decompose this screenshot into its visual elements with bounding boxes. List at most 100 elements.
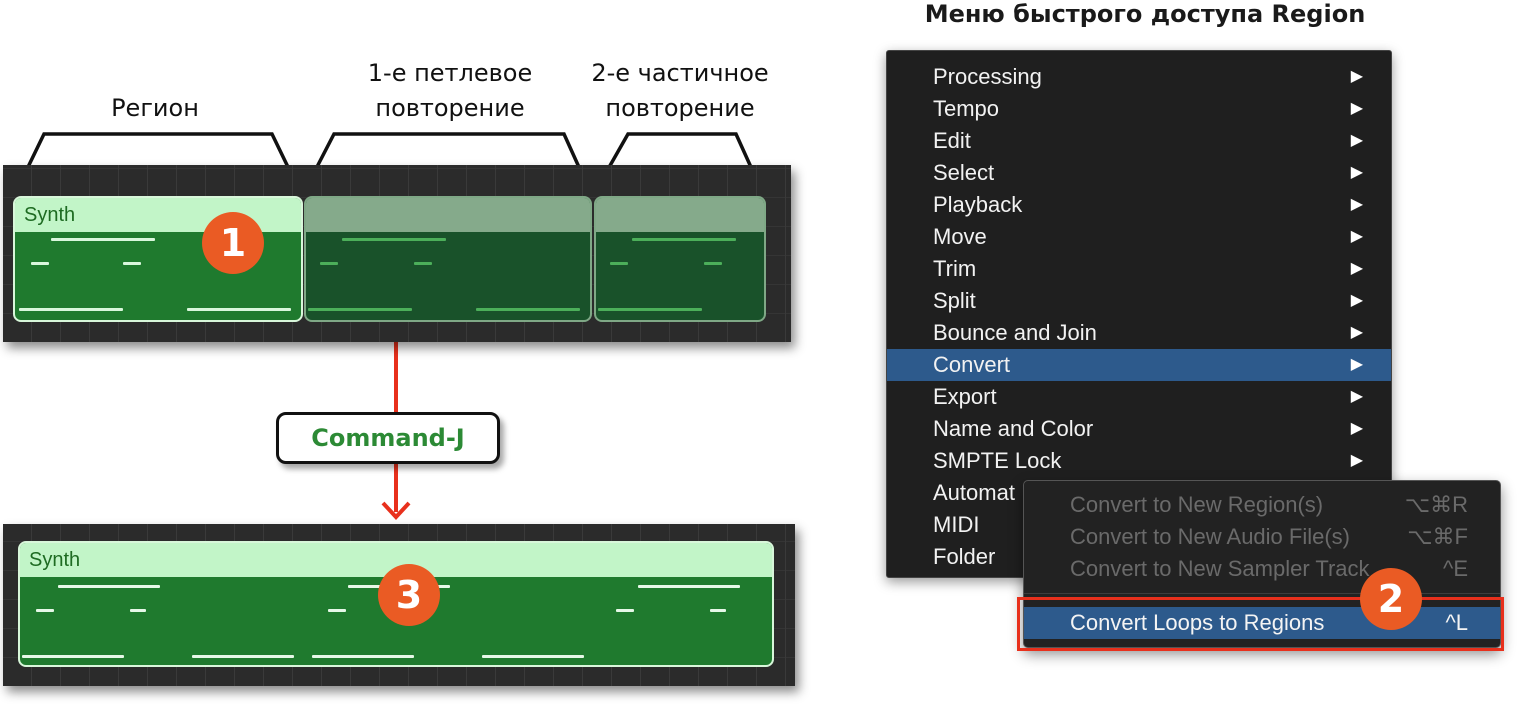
step-badge-3: 3 (378, 564, 440, 626)
submenu-arrow-icon: ▶ (1350, 324, 1363, 341)
midi-note (31, 262, 49, 265)
menu-item-label: Convert (933, 352, 1011, 377)
region-name: Synth (20, 543, 772, 577)
menu-item-label: Processing (933, 64, 1042, 89)
submenu-arrow-icon: ▶ (1350, 100, 1363, 117)
menu-item-name-and-color[interactable]: Name and Color ▶ (887, 413, 1391, 445)
menu-item-smpte-lock[interactable]: SMPTE Lock ▶ (887, 445, 1391, 477)
loop-header (306, 198, 590, 232)
keyboard-shortcut: ⌥⌘F (1407, 524, 1468, 549)
menu-item-label: Folder (933, 544, 996, 569)
menu-item-tempo[interactable]: Tempo ▶ (887, 93, 1391, 125)
menu-item-playback[interactable]: Playback ▶ (887, 189, 1391, 221)
midi-note (19, 308, 123, 311)
loop-notes (306, 232, 590, 320)
menu-item-label: SMPTE Lock (933, 448, 1062, 473)
region-converted[interactable]: Synth (18, 541, 774, 667)
midi-note (598, 308, 702, 311)
menu-item-convert[interactable]: Convert ▶ (887, 349, 1391, 381)
menu-item-label: Split (933, 288, 976, 313)
keyboard-shortcut: ^E (1443, 556, 1468, 581)
midi-note (704, 262, 722, 265)
menu-item-label: Edit (933, 128, 971, 153)
menu-item-label: Move (933, 224, 987, 249)
midi-note (632, 238, 736, 241)
label-region: Регион (111, 94, 199, 122)
submenu-arrow-icon: ▶ (1350, 164, 1363, 181)
region-loop-2[interactable] (594, 196, 766, 322)
submenu-separator (1024, 593, 1500, 594)
midi-note (51, 238, 155, 241)
menu-item-label: Name and Color (933, 416, 1094, 441)
submenu-arrow-icon: ▶ (1350, 292, 1363, 309)
midi-note (710, 609, 726, 612)
midi-note (414, 262, 432, 265)
region-loop-1[interactable] (304, 196, 592, 322)
submenu-arrow-icon: ▶ (1350, 420, 1363, 437)
menu-item-edit[interactable]: Edit ▶ (887, 125, 1391, 157)
menu-item-processing[interactable]: Processing ▶ (887, 61, 1391, 93)
menu-item-bounce-and-join[interactable]: Bounce and Join ▶ (887, 317, 1391, 349)
midi-note (616, 609, 634, 612)
menu-item-label: Bounce and Join (933, 320, 1097, 345)
submenu-item-convert-to-new-audio-files[interactable]: Convert to New Audio File(s) ⌥⌘F (1024, 521, 1500, 553)
label-loop1-line1: 1-е петлевое (367, 59, 533, 87)
menu-item-label: Select (933, 160, 995, 185)
label-loop2-line2: повторение (605, 94, 755, 122)
keyboard-shortcut: ^L (1445, 610, 1468, 635)
midi-note (22, 655, 124, 658)
submenu-item-convert-to-new-sampler-track[interactable]: Convert to New Sampler Track^E (1024, 553, 1500, 585)
menu-item-trim[interactable]: Trim ▶ (887, 253, 1391, 285)
submenu-arrow-icon: ▶ (1350, 452, 1363, 469)
menu-item-label: Playback (933, 192, 1023, 217)
menu-item-folder[interactable]: Folder (887, 541, 1391, 573)
menu-item-split[interactable]: Split ▶ (887, 285, 1391, 317)
menu-item-label: Export (933, 384, 997, 409)
midi-note (36, 609, 54, 612)
midi-note (187, 308, 291, 311)
menu-item-move[interactable]: Move▶ (887, 221, 1391, 253)
menu-item-midi[interactable]: MIDI (887, 509, 1391, 541)
midi-note (482, 655, 584, 658)
midi-note (320, 262, 338, 265)
submenu-item-label: Convert to New Audio File(s) (1070, 524, 1350, 549)
submenu-item-label: Convert to New Region(s) (1070, 492, 1324, 517)
submenu-arrow-icon: ▶ (1350, 132, 1363, 149)
submenu-arrow-icon: ▶ (1350, 356, 1363, 373)
submenu-arrow-icon: ▶ (1350, 260, 1363, 277)
midi-note (328, 609, 346, 612)
convert-submenu: Convert to New Region(s) ⌥⌘R Convert to N… (1023, 480, 1501, 648)
midi-note (638, 585, 740, 588)
submenu-arrow-icon: ▶ (1350, 388, 1363, 405)
keyboard-shortcut: ⌥⌘R (1404, 492, 1468, 517)
submenu-item-label: Convert Loops to Regions (1070, 610, 1325, 635)
menu-item-label: Trim (933, 256, 977, 281)
step-badge-1: 1 (202, 212, 264, 274)
midi-note (130, 609, 146, 612)
arrow-head (381, 501, 411, 520)
menu-item-automation[interactable]: Automat (887, 477, 1391, 509)
loop-header (596, 198, 764, 232)
label-loop2-line1: 2-е частичное (591, 59, 769, 87)
submenu-item-convert-to-new-regions[interactable]: Convert to New Region(s) ⌥⌘R (1024, 489, 1500, 521)
menu-item-label: Tempo (933, 96, 1000, 121)
midi-note (308, 308, 412, 311)
highlight-box (1017, 597, 1504, 651)
submenu-item-convert-loops-to-regions[interactable]: Convert Loops to Regions ^L (1024, 607, 1500, 639)
midi-note (192, 655, 294, 658)
step-badge-2: 2 (1360, 568, 1422, 630)
midi-note (312, 655, 414, 658)
command-j-shortcut: Command-J (276, 412, 500, 464)
loop-notes (596, 232, 764, 320)
submenu-arrow-icon: ▶ (1350, 68, 1363, 85)
midi-note (476, 308, 580, 311)
region-notes (15, 232, 301, 320)
menu-title: Меню быстрого доступа Region (924, 0, 1366, 28)
menu-item-export[interactable]: Export ▶ (887, 381, 1391, 413)
menu-item-select[interactable]: Select ▶ (887, 157, 1391, 189)
midi-note (58, 585, 160, 588)
menu-item-label: MIDI (933, 512, 980, 537)
midi-note (342, 238, 446, 241)
submenu-arrow-icon: ▶ (1350, 196, 1363, 213)
menu-item-label: Automat (933, 480, 1015, 505)
